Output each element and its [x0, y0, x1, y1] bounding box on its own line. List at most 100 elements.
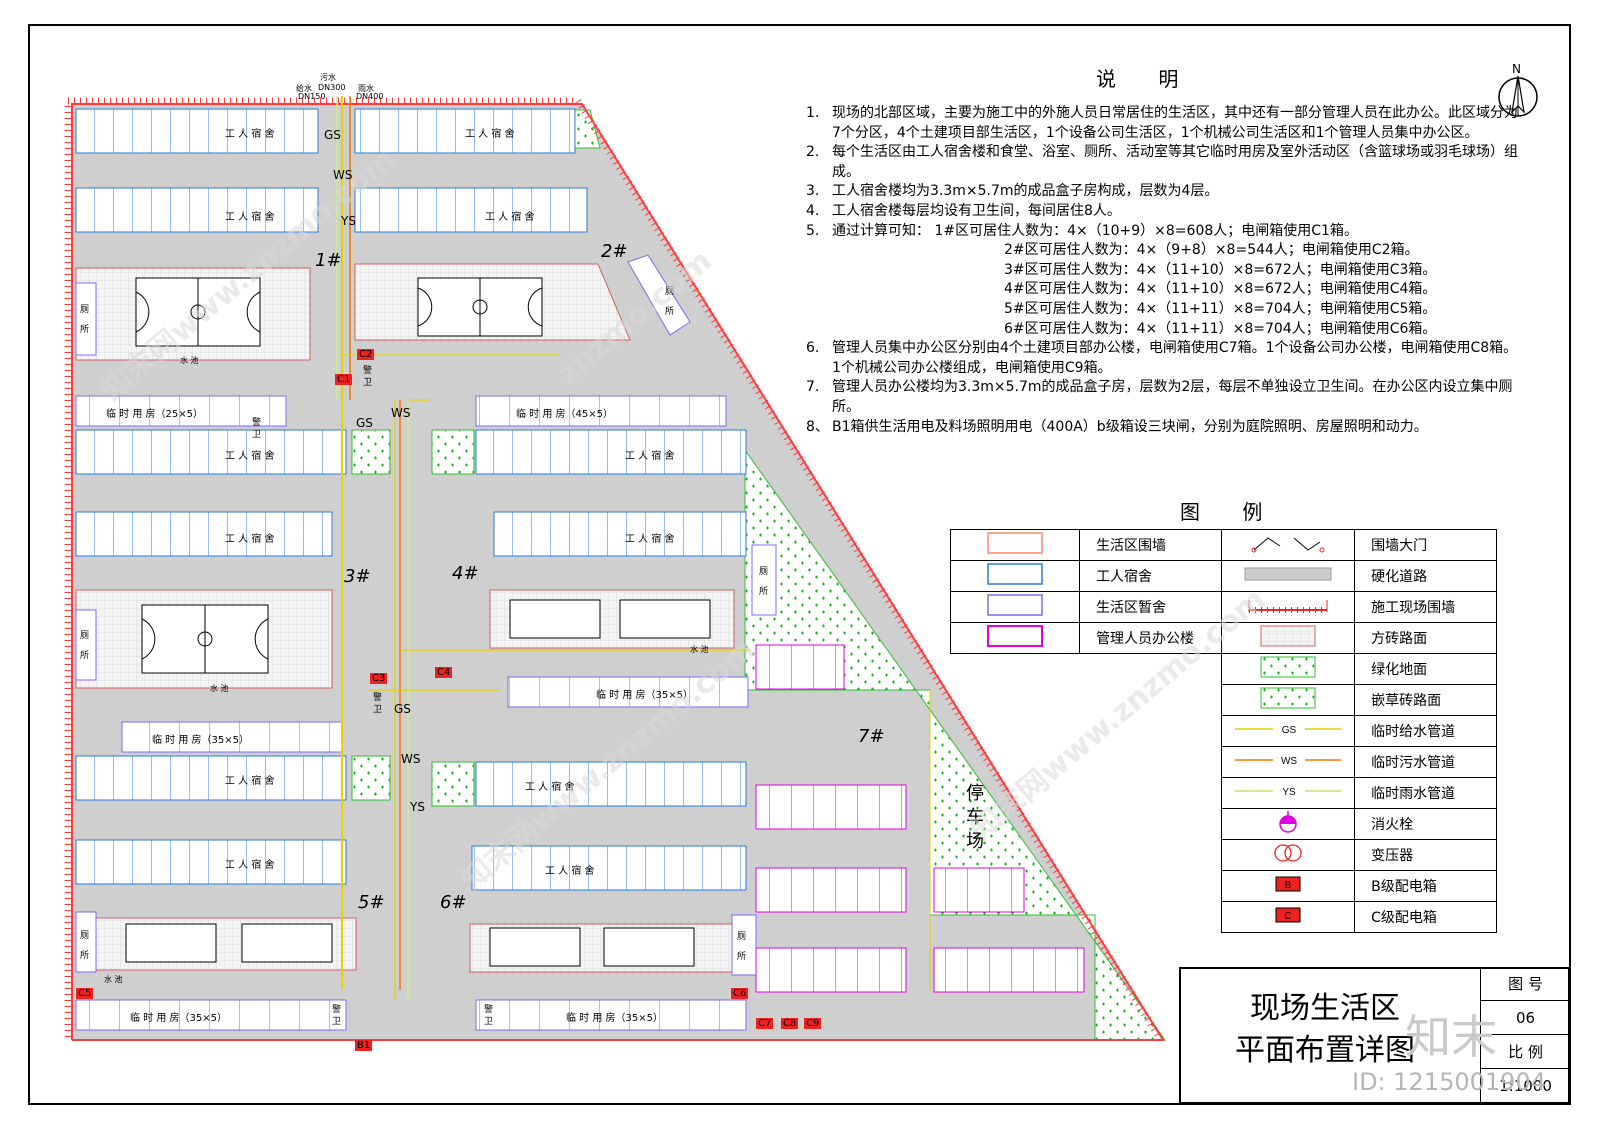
north-arrow-icon [1498, 75, 1538, 117]
legend-pipe-code: YS [1282, 787, 1296, 798]
legend-pipe-code: GS [1282, 725, 1297, 736]
legend-label: 硬化道路 [1354, 560, 1497, 592]
c-box-label: C8 [781, 1018, 799, 1029]
legend-label: 临时给水管道 [1354, 715, 1497, 747]
legend-label: 绿化地面 [1354, 653, 1497, 685]
pipe-label-gs: GS [356, 416, 373, 430]
water-pool-label: 水 池 [104, 975, 123, 984]
legend-title: 图 例 [1180, 500, 1281, 524]
c-box-icon: C [1275, 907, 1301, 923]
scale-value: 1:1000 [1480, 1069, 1570, 1103]
pipe-label-ys: YS [341, 214, 356, 228]
note-calc-line: 3#区可居住人数为：4×（11+10）×8=672人；电闸箱使用C3箱。 [1004, 261, 1437, 278]
transformer-icon [1274, 844, 1302, 862]
brand-watermark: 知末 [1405, 1010, 1497, 1064]
c-box-label: C3 [370, 673, 388, 684]
dorm-label: 工 人 宿 舍 [225, 776, 275, 787]
legend-box-code: C [1284, 911, 1291, 922]
toilet-label: 厕所 [80, 305, 90, 335]
note-item: 7.管理人员办公楼均为3.3m×5.7m的成品盒子房，层数为2层，每层不单独设立… [806, 379, 1513, 415]
c-box-label: C6 [731, 988, 749, 999]
title-block [1179, 967, 1570, 1104]
dorm-label: 工 人 宿 舍 [225, 129, 275, 140]
pipe-top-label: DN400 [356, 92, 384, 101]
id-watermark: ID: 1215001904 [1352, 1068, 1546, 1096]
toilet-label: 厕所 [80, 931, 90, 961]
dorm-label: 工 人 宿 舍 [485, 212, 535, 223]
pipe-label-ws: WS [401, 752, 421, 766]
dorm-label: 工 人 宿 舍 [225, 534, 275, 545]
legend-label: 嵌草砖路面 [1354, 684, 1497, 716]
guard-label: 警卫 [484, 1005, 494, 1027]
legend-label: 管理人员办公楼 [1079, 622, 1222, 654]
zone-label-3: 3# [344, 566, 371, 587]
guard-label: 警卫 [252, 418, 262, 440]
zone-label-1: 1# [315, 250, 342, 271]
dorm-label: 工 人 宿 舍 [545, 866, 595, 877]
water-pool-label: 水 池 [180, 356, 199, 365]
notes-section: 说 明 1.现场的北部区域，主要为施工中的外施人员日常居住的生活区，其中还有一部… [806, 69, 1526, 437]
c-box-label: C7 [756, 1018, 774, 1029]
toilet-label: 厕所 [665, 287, 675, 317]
drawing-border [28, 24, 1571, 1105]
note-calc-line: 6#区可居住人数为：4×（11+11）×8=704人；电闸箱使用C6箱。 [1004, 320, 1437, 337]
north-label: N [1512, 62, 1521, 76]
legend-label: C级配电箱 [1354, 901, 1497, 933]
pipe-top-label: 雨水 [358, 84, 374, 93]
note-calc-line: 2#区可居住人数为：4×（9+8）×8=544人；电闸箱使用C2箱。 [1004, 242, 1419, 259]
toilet-label: 厕所 [737, 932, 747, 962]
legend-pipe-code: WS [1281, 756, 1297, 767]
note-item: 6.管理人员集中办公区分别由4个土建项目部办公楼，电闸箱使用C7箱。1个设备公司… [806, 340, 1518, 376]
drawing-title: 现场生活区 平面布置详图 [1235, 991, 1415, 1068]
legend-label: 变压器 [1354, 839, 1497, 871]
legend-label: B级配电箱 [1354, 870, 1497, 902]
zone-label-7: 7# [858, 726, 885, 747]
pipe-label-ys: YS [410, 800, 425, 814]
pipe-label-ws: WS [333, 168, 353, 182]
water-pool-label: 水 池 [210, 684, 229, 693]
construction-site-wall [64, 97, 1165, 1041]
temp-room-label: 临 时 用 房（35×5） [566, 1013, 664, 1024]
pipe-label-gs: GS [394, 702, 411, 716]
legend-label: 方砖路面 [1354, 622, 1497, 654]
zone-3 [75, 395, 391, 689]
guard-label: 警卫 [332, 1005, 342, 1027]
temp-room-label: 临 时 用 房（35×5） [152, 735, 250, 746]
note-item: 3.工人宿舍楼均为3.3m×5.7m的成品盒子房构成，层数为4层。 [806, 183, 1219, 200]
c-box-label: C4 [435, 667, 453, 678]
toilet-label: 厕所 [80, 631, 90, 661]
b-box-label: B1 [355, 1040, 373, 1051]
legend-label: 消火栓 [1354, 808, 1497, 840]
pipe-top-label: DN300 [318, 83, 346, 92]
note-item: 8、B1箱供生活用电及料场照明用电（400A）b级箱设三块闸，分别为庭院照明、房… [806, 418, 1428, 435]
toilet-label: 厕所 [759, 567, 769, 597]
dorm-label: 工 人 宿 舍 [625, 534, 675, 545]
pipe-top-label: 给水 [296, 84, 312, 93]
dorm-label: 工 人 宿 舍 [525, 782, 575, 793]
water-pool-label: 水 池 [690, 645, 709, 654]
temp-room-label: 临 时 用 房（35×5） [596, 690, 694, 701]
dorm-label: 工 人 宿 舍 [225, 212, 275, 223]
note-item: 4.工人宿舍楼每层均设有卫生间，每间居住8人。 [806, 202, 1121, 219]
fig-number-label: 图 号 [1480, 967, 1570, 1001]
note-calc-line: 5#区可居住人数为：4×（11+11）×8=704人；电闸箱使用C5箱。 [1004, 300, 1437, 317]
note-item: 1.现场的北部区域，主要为施工中的外施人员日常居住的生活区，其中还有一部分管理人… [806, 105, 1518, 141]
c-box-label: C5 [76, 988, 94, 999]
dorm-label: 工 人 宿 舍 [225, 451, 275, 462]
guard-label: 警卫 [363, 366, 373, 388]
zone-label-6: 6# [440, 892, 467, 913]
c-box-label: C9 [804, 1018, 822, 1029]
c-box-label: C1 [335, 374, 353, 385]
legend-label: 临时污水管道 [1354, 746, 1497, 778]
note-calc-line: 4#区可居住人数为：4×（11+10）×8=672人；电闸箱使用C4箱。 [1004, 281, 1437, 298]
legend-label: 生活区围墙 [1079, 529, 1222, 561]
temp-room-label: 临 时 用 房（35×5） [130, 1013, 228, 1024]
c-box-label: C2 [357, 349, 375, 360]
dorm-label: 工 人 宿 舍 [225, 860, 275, 871]
zone-2 [354, 108, 691, 341]
scale-label: 比 例 [1480, 1035, 1570, 1069]
pipe-top-label: 污水 [320, 73, 336, 82]
dorm-label: 工 人 宿 舍 [625, 451, 675, 462]
zone-label-2: 2# [601, 241, 628, 262]
